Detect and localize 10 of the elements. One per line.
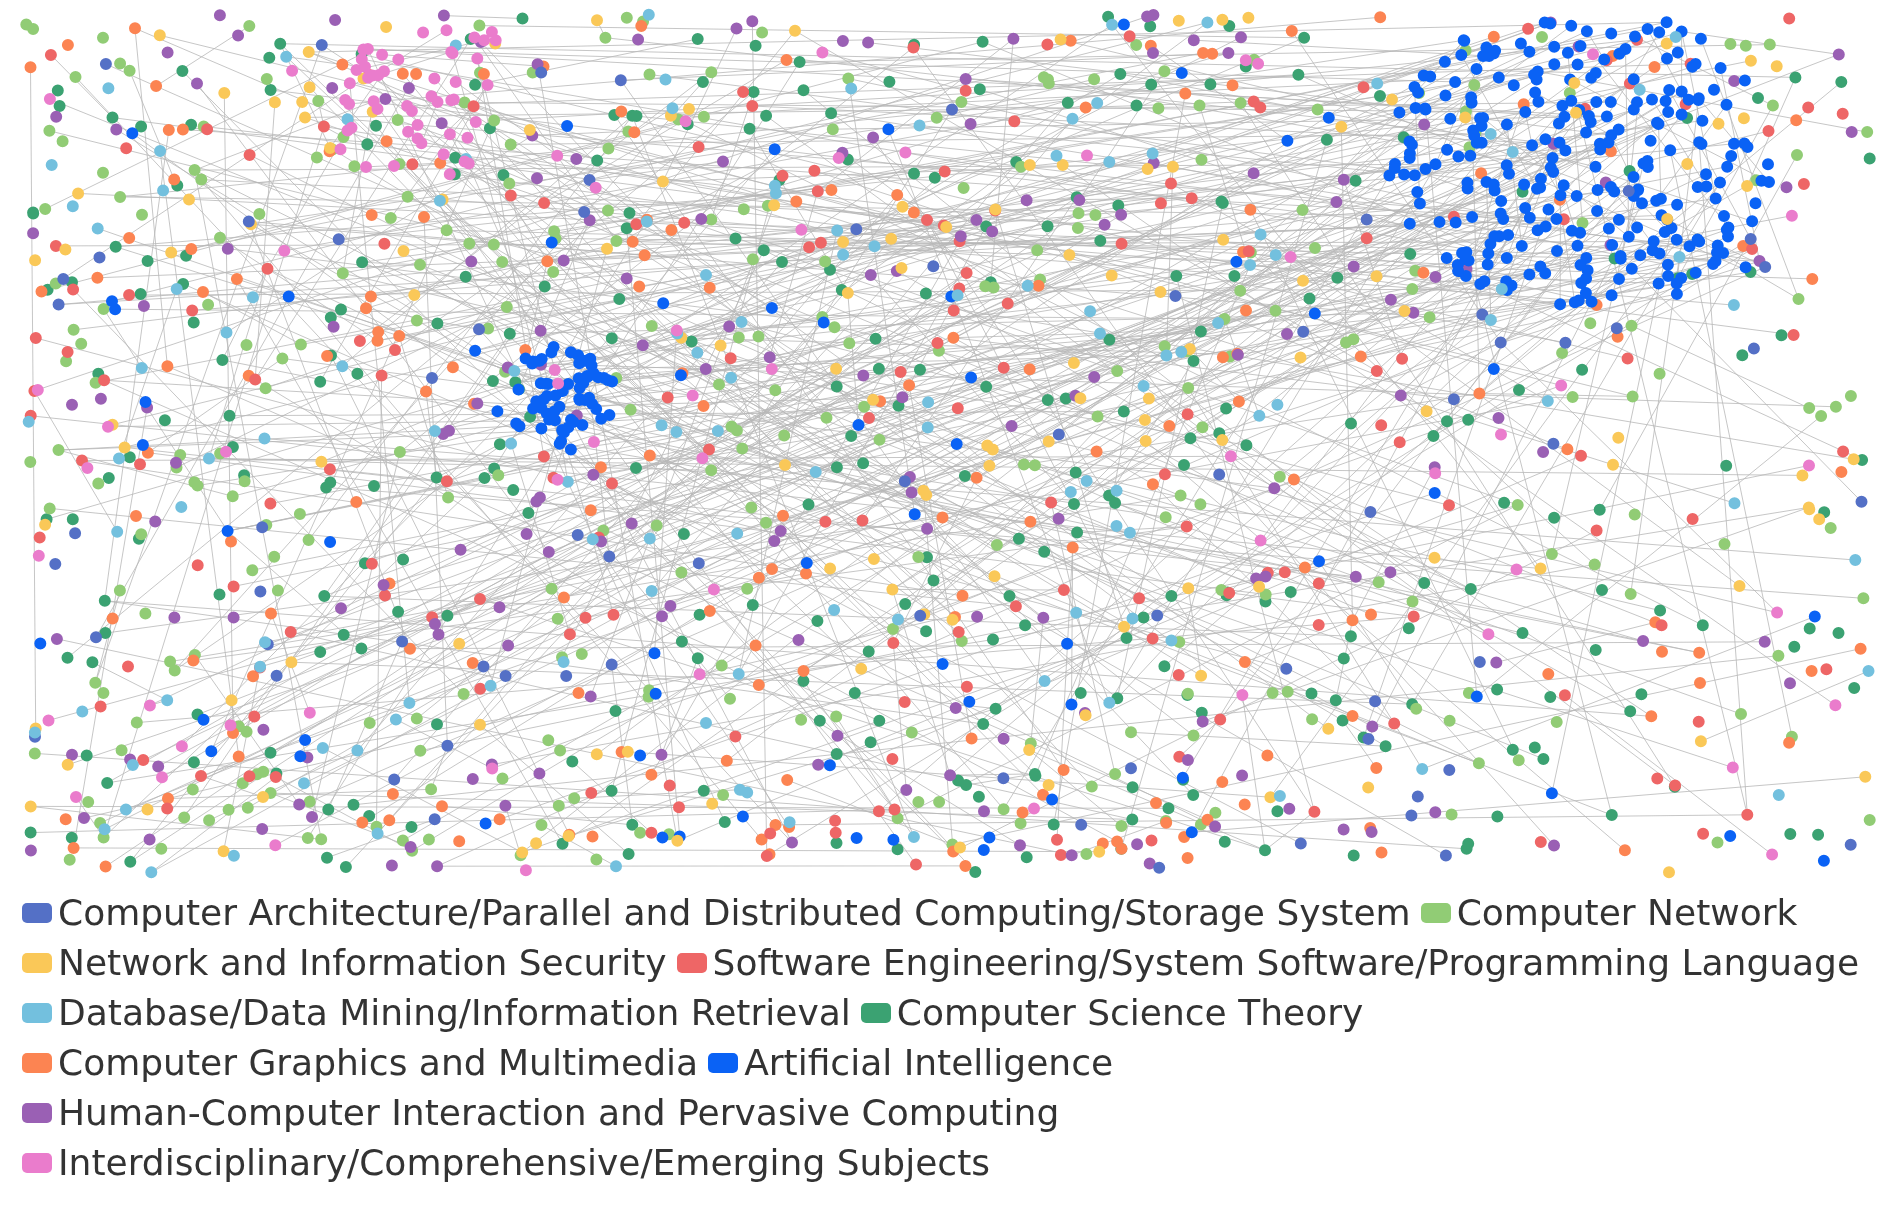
legend-label: Human-Computer Interaction and Pervasive Computing [58, 1091, 1060, 1135]
legend-label: Computer Network [1456, 891, 1798, 935]
legend-label: Software Engineering/System Software/Programming Language [712, 941, 1860, 985]
legend-label: Computer Graphics and Multimedia [58, 1041, 699, 1085]
legend-label: Computer Architecture/Parallel and Distributed Computing/Storage System [58, 891, 1411, 935]
legend-label: Artificial Intelligence [744, 1041, 1114, 1085]
legend-label: Interdisciplinary/Comprehensive/Emerging Subjects [58, 1141, 991, 1185]
legend-label: Computer Science Theory [896, 991, 1364, 1035]
legend-label: Network and Information Security [58, 941, 667, 985]
legend-label: Database/Data Mining/Information Retrieval [58, 991, 851, 1035]
